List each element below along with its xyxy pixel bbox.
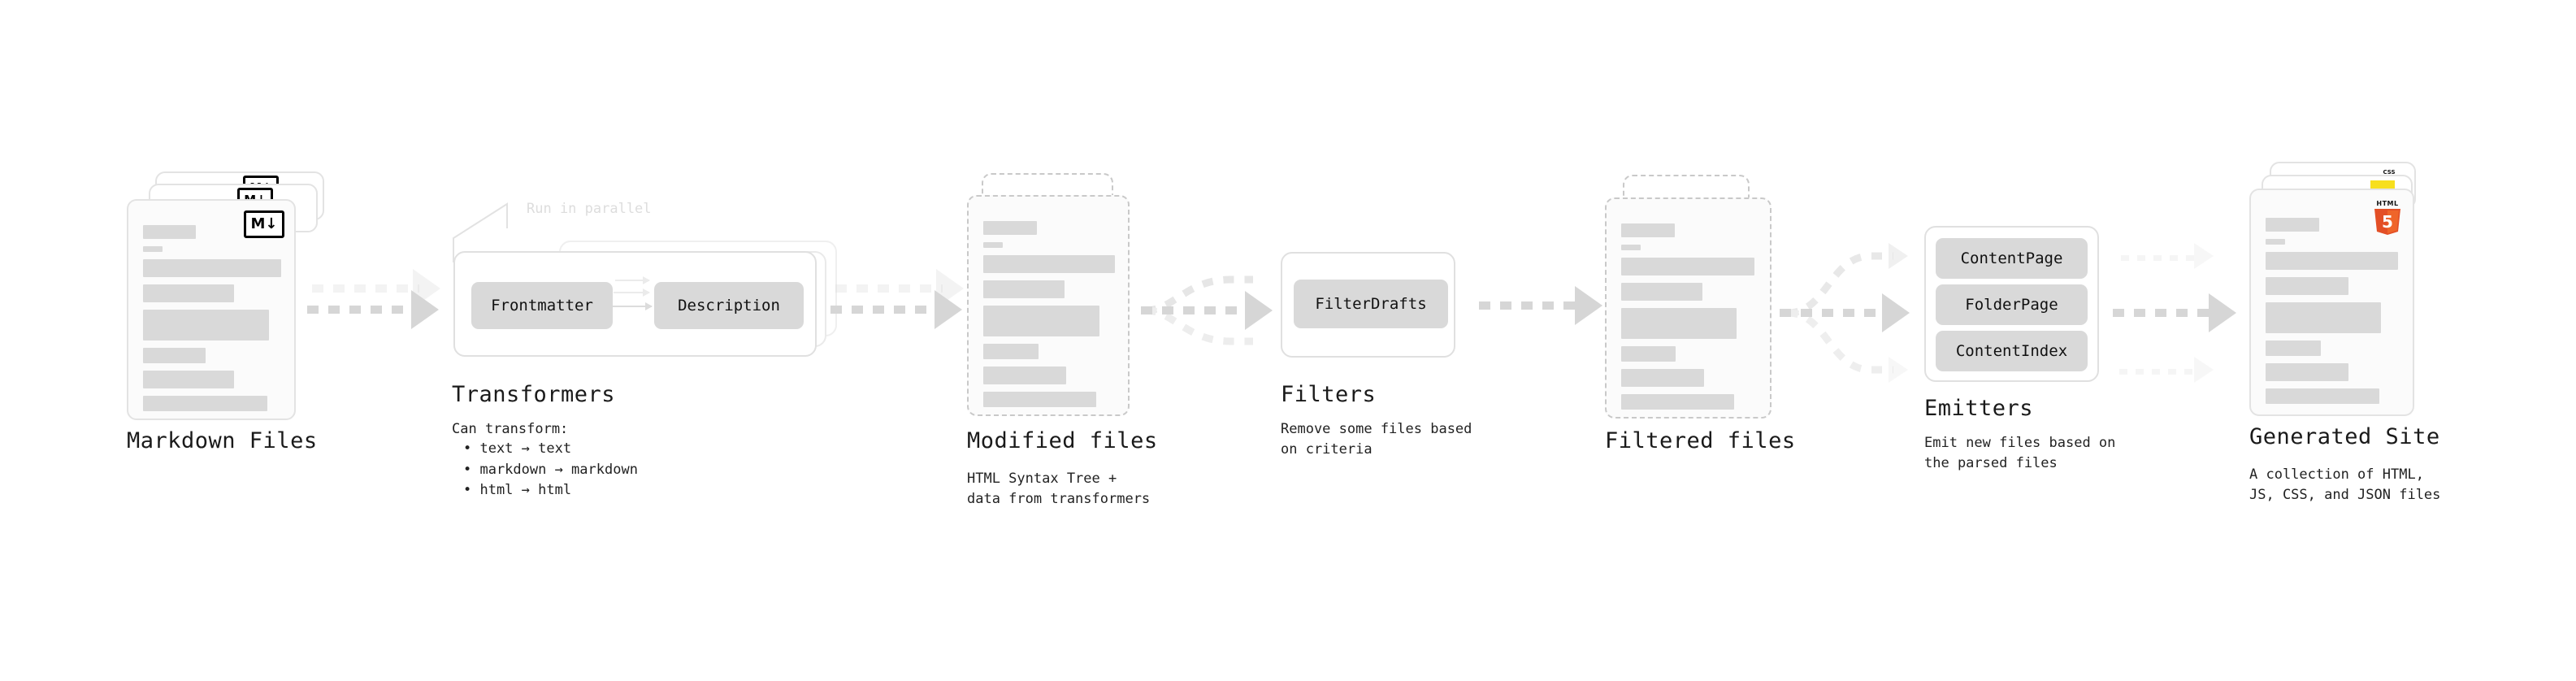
connector-markdown-to-transformers xyxy=(307,269,453,349)
svg-text:5: 5 xyxy=(2382,212,2393,232)
modified-files-desc: HTML Syntax Tree + data from transformer… xyxy=(967,471,1151,507)
stage-title-emitters: Emitters xyxy=(1924,396,2034,421)
stage-title-modified-files: Modified files xyxy=(967,428,1158,453)
transformer-inner-arrow-1 xyxy=(615,276,650,284)
stage-title-filtered-files: Filtered files xyxy=(1605,428,1796,453)
stage-title-markdown-files: Markdown Files xyxy=(127,428,318,453)
emitter-chip-folderpage[interactable]: FolderPage xyxy=(1936,284,2088,325)
markdown-card-front: M↓ xyxy=(127,199,296,420)
transformers-bullet-1: • markdown → markdown xyxy=(463,461,638,478)
generated-site-desc: A collection of HTML, JS, CSS, and JSON … xyxy=(2249,466,2441,503)
transformer-chip-description[interactable]: Description xyxy=(654,282,804,329)
svg-text:CSS: CSS xyxy=(2383,169,2395,176)
transformers-bullets: • text → text • markdown → markdown • ht… xyxy=(463,439,638,501)
run-in-parallel-bracket xyxy=(453,202,508,262)
connector-filtered-to-emitters xyxy=(1780,236,1934,398)
stage-title-transformers: Transformers xyxy=(452,382,616,407)
emitters-desc: Emit new files based on the parsed files xyxy=(1924,435,2116,471)
transformer-chip-frontmatter[interactable]: Frontmatter xyxy=(471,282,613,329)
svg-text:HTML: HTML xyxy=(2376,200,2398,207)
connector-filters-to-filtered xyxy=(1479,286,1617,335)
modified-card-front xyxy=(967,195,1130,416)
html5-icon: HTML 5 xyxy=(2374,200,2400,235)
connector-transformers-to-modified xyxy=(830,269,977,349)
connector-emitters-to-site xyxy=(2113,236,2267,398)
filtered-card-front xyxy=(1605,197,1772,419)
run-in-parallel-label: Run in parallel xyxy=(527,201,652,217)
filter-chip-filterdrafts[interactable]: FilterDrafts xyxy=(1294,280,1448,328)
emitter-chip-contentpage[interactable]: ContentPage xyxy=(1936,238,2088,279)
connector-modified-to-filters xyxy=(1141,268,1287,358)
filters-desc: Remove some files based on criteria xyxy=(1281,421,1472,458)
transformers-desc: Can transform: xyxy=(452,421,569,437)
transformer-inner-arrow-3 xyxy=(609,302,653,310)
site-card-front: HTML 5 xyxy=(2249,189,2414,416)
emitter-chip-contentindex[interactable]: ContentIndex xyxy=(1936,331,2088,371)
transformer-inner-arrow-2 xyxy=(614,288,650,297)
transformers-bullet-0: • text → text xyxy=(463,440,572,457)
stage-title-generated-site: Generated Site xyxy=(2249,424,2440,449)
markdown-icon: M↓ xyxy=(244,210,284,238)
transformers-bullet-2: • html → html xyxy=(463,482,572,498)
stage-title-filters: Filters xyxy=(1281,382,1377,407)
